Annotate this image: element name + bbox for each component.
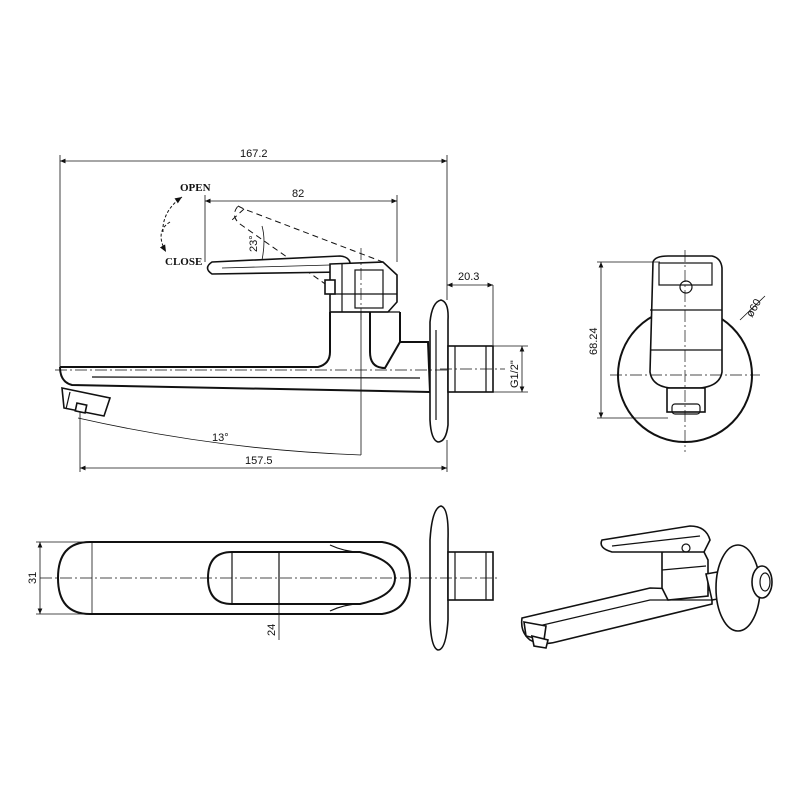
label-close: CLOSE <box>165 256 202 268</box>
spout-plan <box>56 541 412 615</box>
dimension-slot-width: 24 <box>266 624 278 636</box>
handle-screw-icon <box>679 280 693 294</box>
isometric-view <box>520 525 773 649</box>
spout-body <box>59 311 431 393</box>
dimension-spout-length: 157.5 <box>245 455 273 467</box>
close-arrow-icon <box>159 221 171 253</box>
threaded-connector <box>440 345 505 393</box>
side-view: 68.24 ø60 <box>588 250 766 452</box>
dimension-spout-angle: 13° <box>212 432 229 444</box>
dimension-thread: G1/2" <box>509 360 521 388</box>
dimension-flange-diameter: ø60 <box>744 297 764 319</box>
dimension-handle-angle: 23° <box>248 235 260 252</box>
plan-view: 31 24 <box>27 505 500 651</box>
dimension-body-height: 68.24 <box>588 327 600 355</box>
front-elevation-view: 167.2 82 OPEN CLOSE 23° <box>55 148 528 472</box>
dimension-handle-length: 82 <box>292 188 304 200</box>
dimension-arc-spout-angle <box>77 417 362 456</box>
handle-closed-position <box>206 255 352 275</box>
open-arrow-icon <box>162 196 183 233</box>
label-open: OPEN <box>180 182 211 194</box>
valve-cartridge <box>324 248 398 320</box>
handle-iso <box>600 525 711 553</box>
wall-flange <box>429 299 449 443</box>
dimension-spout-width: 31 <box>27 572 39 584</box>
aerator <box>61 386 112 417</box>
dimension-flange-offset: 20.3 <box>458 271 479 283</box>
dimension-total-length: 167.2 <box>240 148 268 160</box>
flange-plan <box>429 505 449 651</box>
